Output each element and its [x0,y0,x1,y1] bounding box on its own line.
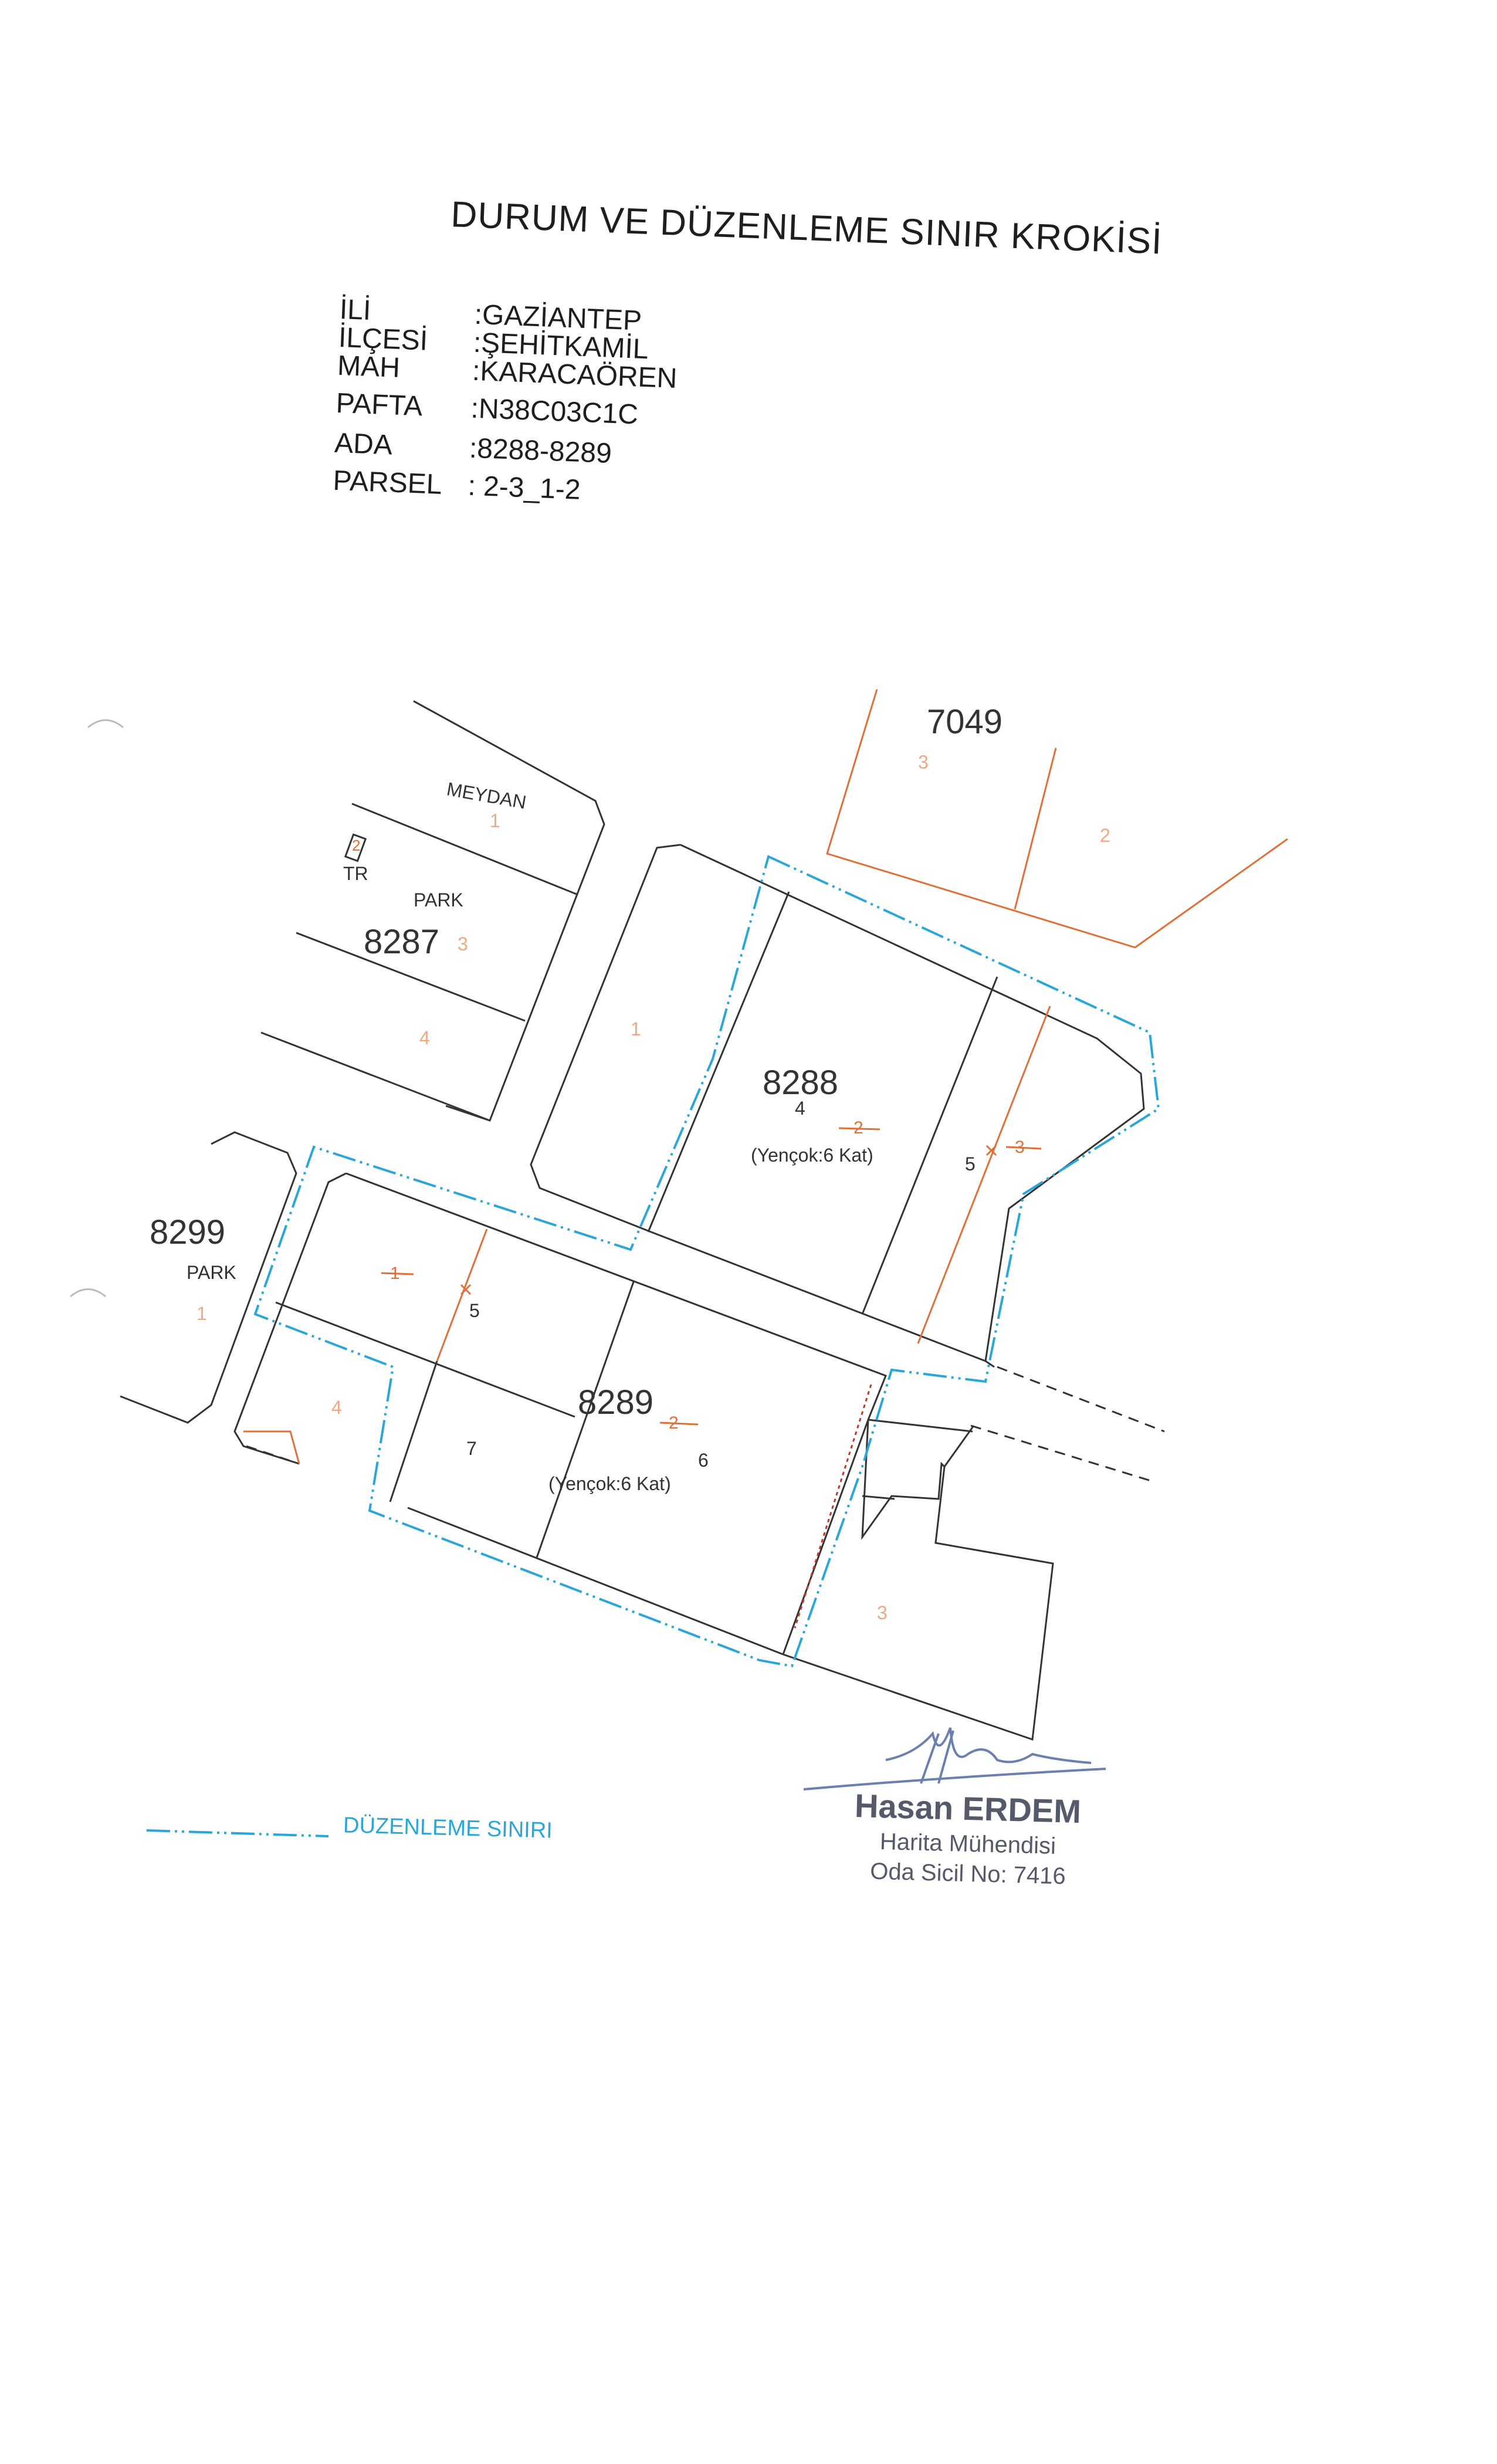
building-note-8289: (Yençok:6 Kat) [548,1473,671,1494]
parcel-8288-5: 5 [965,1153,976,1175]
parcel-8288-4: 4 [795,1098,805,1119]
block-8289-lines [233,1172,1054,1741]
building-note-8288: (Yençok:6 Kat) [751,1145,873,1166]
block-number-8299: 8299 [150,1213,225,1251]
parcel-8289-5: 5 [469,1300,480,1321]
margin-mark [87,719,124,729]
new-parcel-underline [838,1127,880,1131]
tr-symbol [344,833,367,862]
cross-marks [460,1145,997,1295]
label-meydan: MEYDAN [445,778,528,813]
signature-role: Harita Mühendisi [879,1829,1056,1859]
block-number-8288: 8288 [763,1064,838,1102]
parcel-8289-4: 4 [331,1397,342,1418]
parcel-8299-1: 1 [197,1303,207,1324]
signature-chamber: Oda Sicil No: 7416 [869,1858,1066,1890]
label-park-8287: PARK [414,889,463,911]
block-7049-lines [826,689,1288,949]
block-number-8289: 8289 [578,1383,653,1421]
parcel-8287-3: 3 [458,933,468,955]
new-parcel-lines [243,1006,1051,1464]
block-8288-lines [530,844,1145,1368]
red-dashed-line [794,1384,872,1629]
block-number-7049: 7049 [927,703,1002,741]
signature-block: Hasan ERDEM Harita Mühendisi Oda Sicil N… [845,1786,1091,1889]
label-park-8299: PARK [187,1262,236,1283]
parcel-8288-1: 1 [631,1018,641,1040]
block-number-8287: 8287 [364,923,439,961]
parcel-bottom-3: 3 [877,1602,888,1623]
legend-line [146,1829,329,1837]
road-extensions [246,1366,1165,1483]
parcel-8287-4: 4 [419,1027,430,1048]
signature-name: Hasan ERDEM [854,1786,1082,1830]
parcel-tr-2: 2 [352,837,360,854]
block-8299-lines [120,1131,297,1424]
new-parcel-underline [381,1272,414,1275]
parcel-7049-2: 2 [1100,825,1110,846]
regulation-boundary [253,855,1160,1668]
block-8287-lines [260,700,605,1122]
parcel-8289-6: 6 [698,1450,709,1471]
label-tr: TR [343,863,368,884]
new-parcel-underline [659,1421,699,1426]
parcel-8287-1: 1 [490,810,500,831]
new-parcel-underline [1005,1146,1042,1150]
margin-mark [70,1288,106,1298]
parcel-8289-7: 7 [466,1438,477,1459]
parcel-7049-3: 3 [918,752,929,773]
signature-scribble [803,1727,1106,1791]
